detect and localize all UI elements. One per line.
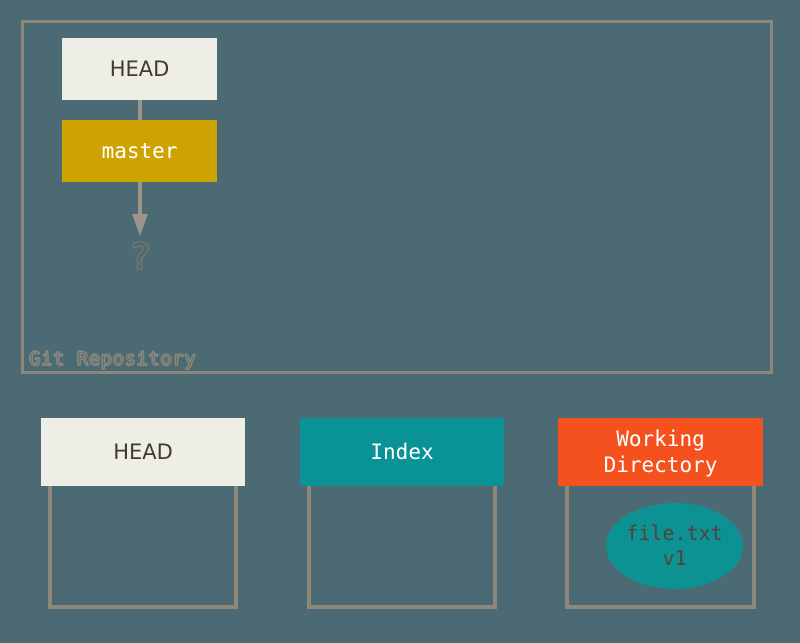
file-blob[interactable]: file.txt v1 xyxy=(606,503,743,589)
arrow-head-icon xyxy=(132,214,148,236)
git-repository-container xyxy=(21,20,773,374)
area-head-header[interactable]: HEAD xyxy=(41,418,245,486)
area-index-body xyxy=(307,486,497,609)
area-working-directory-header[interactable]: Working Directory xyxy=(558,418,763,486)
area-working-directory-title-line1: Working xyxy=(616,427,705,451)
area-index-title: Index xyxy=(370,440,434,464)
area-index: Index xyxy=(300,418,504,609)
area-working-directory-title-line2: Directory xyxy=(603,453,718,477)
file-blob-name: file.txt xyxy=(626,521,723,545)
area-head-body xyxy=(48,486,238,609)
area-working-directory: Working Directory file.txt v1 xyxy=(558,418,763,609)
repo-node-head-label: HEAD xyxy=(109,57,170,81)
arrow-shaft xyxy=(138,182,142,220)
arrow-master-to-unknown xyxy=(126,182,154,238)
repo-node-master-label: master xyxy=(101,139,178,163)
area-index-header[interactable]: Index xyxy=(300,418,504,486)
area-head-title: HEAD xyxy=(113,440,173,464)
area-working-directory-body: file.txt v1 xyxy=(565,486,756,609)
area-head: HEAD xyxy=(41,418,245,609)
git-repository-label: Git Repository xyxy=(28,348,197,371)
repo-node-head[interactable]: HEAD xyxy=(62,38,217,100)
file-blob-version: v1 xyxy=(662,546,687,570)
connector-head-to-master xyxy=(138,100,142,120)
unknown-commit-marker: ? xyxy=(129,237,151,278)
repo-node-master[interactable]: master xyxy=(62,120,217,182)
